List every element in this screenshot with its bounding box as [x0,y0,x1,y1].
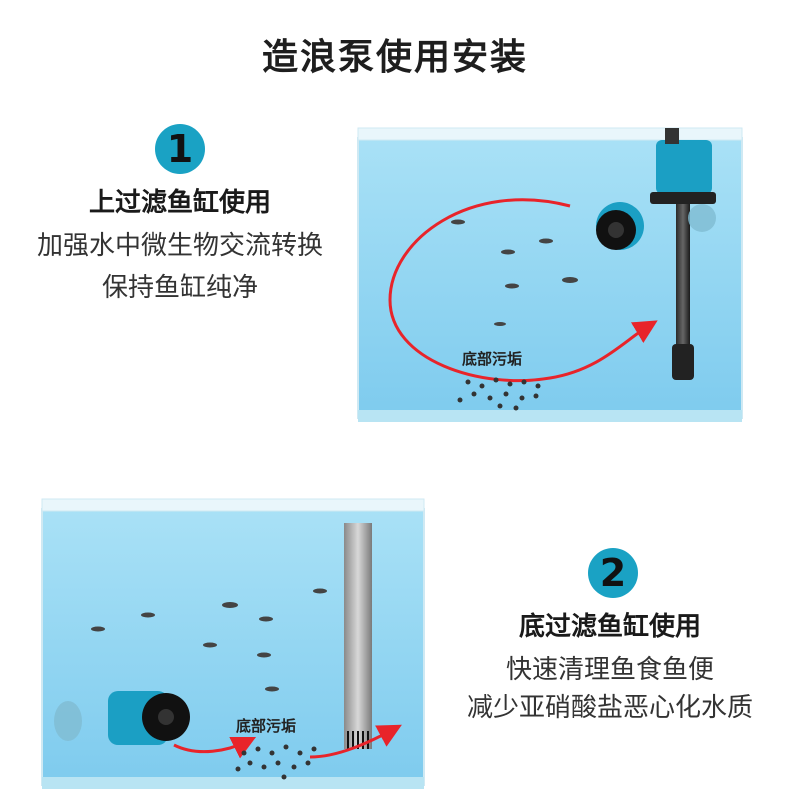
step-2-badge: 2 [588,548,638,598]
flow-arrow-left [173,736,257,759]
dirt-label: 底部污垢 [236,717,296,735]
fish-group [451,219,578,326]
section1-desc-line2: 保持鱼缸纯净 [101,273,258,303]
bottom-filter-tank-illustration: 底部污垢 [41,498,425,789]
flow-arrow-right [309,724,402,759]
step-1-badge: 1 [155,124,205,174]
flow-arrow [388,198,658,383]
section2-desc-line1: 快速清理鱼食鱼便 [505,655,714,685]
section1-heading: 上过滤鱼缸使用 [88,188,271,218]
page-title: 造浪泵使用安装 [261,37,528,78]
wave-pump-icon [54,691,190,745]
dirt-particles [457,377,541,411]
fish-group [91,588,327,692]
dirt-label: 底部污垢 [462,350,522,368]
overflow-pipe-icon [344,523,372,749]
dirt-particles [235,744,317,780]
section2-heading: 底过滤鱼缸使用 [518,612,701,642]
wave-pump-icon [596,202,644,250]
top-filter-tank-illustration: 底部污垢 [357,127,743,422]
section1-desc-line1: 加强水中微生物交流转换 [36,231,323,261]
section2-desc-line2: 减少亚硝酸盐恶心化水质 [466,693,753,723]
top-filter-pump-icon [650,128,716,380]
